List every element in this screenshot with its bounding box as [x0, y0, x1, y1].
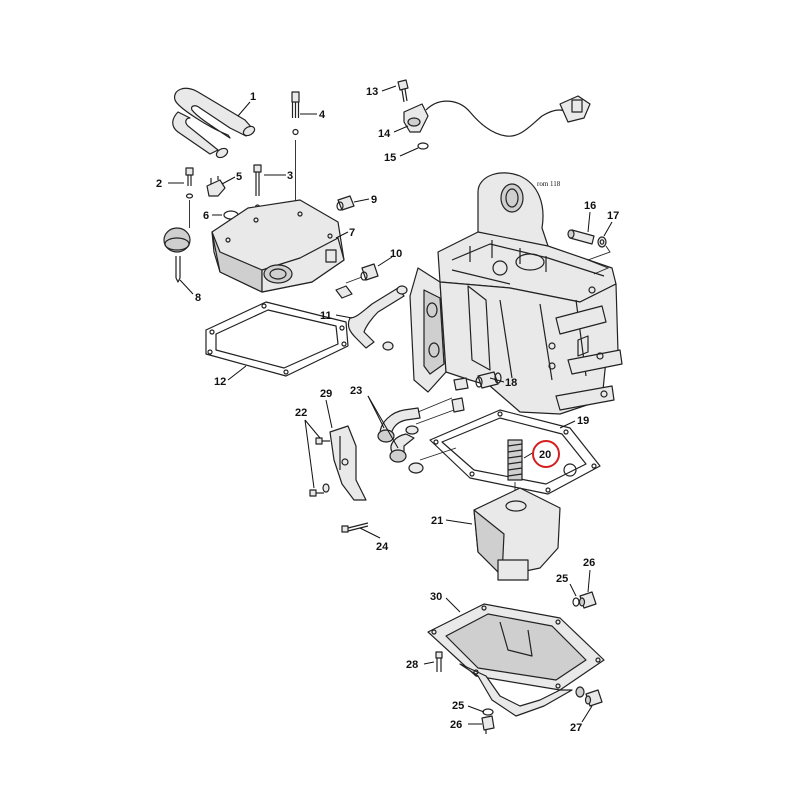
callout-30: 30 [430, 591, 442, 603]
part-28-bolt [435, 651, 443, 672]
callout-8: 8 [195, 292, 201, 304]
part-21-filter-housing [473, 487, 561, 581]
callout-20: 20 [539, 449, 551, 461]
callout-25-lower: 25 [452, 700, 464, 712]
callout-12: 12 [214, 376, 226, 388]
part-25-o-ring-upper [572, 597, 580, 607]
stud-centerline [586, 245, 611, 275]
callout-10: 10 [390, 248, 402, 260]
part-9-fitting [336, 195, 355, 211]
callout-5: 5 [236, 171, 242, 183]
callout-19: 19 [577, 415, 589, 427]
part-30-oil-pan [427, 603, 605, 717]
callout-13: 13 [366, 86, 378, 98]
callout-18: 18 [505, 377, 517, 389]
part-27-plug [584, 689, 603, 707]
callout-14: 14 [378, 128, 391, 140]
callout-numbers: 1 2 3 4 5 6 7 8 9 10 11 12 13 14 15 16 1… [156, 86, 619, 734]
note-text: rom 118 [537, 180, 561, 188]
part-20-spring [507, 439, 523, 506]
callout-28: 28 [406, 659, 418, 671]
part-2-bolt [185, 167, 194, 228]
highlight-circle-20 [532, 440, 560, 468]
part-18-fittings [451, 371, 502, 413]
part-13-bolt [397, 79, 409, 103]
part-8-dipstick [163, 227, 191, 283]
callout-29: 29 [320, 388, 332, 400]
part-5-clip [206, 176, 226, 197]
callout-17: 17 [607, 210, 619, 222]
callout-2: 2 [156, 178, 162, 190]
part-14-sensor [403, 95, 591, 137]
callout-21: 21 [431, 515, 443, 527]
part-26-drain-plug-upper [578, 591, 597, 609]
callout-26-upper: 26 [583, 557, 595, 569]
callout-25-upper: 25 [556, 573, 568, 585]
callout-15: 15 [384, 152, 396, 164]
callout-11: 11 [320, 310, 332, 322]
part-1-breather-hose [172, 87, 256, 159]
part-25-o-ring-lower [482, 708, 494, 716]
callout-6: 6 [203, 210, 209, 222]
part-29-bracket [329, 425, 367, 501]
callout-3: 3 [287, 170, 293, 182]
callout-24: 24 [376, 541, 389, 553]
leader-lines [168, 85, 613, 725]
part-26-drain-plug-lower [481, 715, 495, 734]
part-11-hose [335, 285, 408, 351]
callout-16: 16 [584, 200, 596, 212]
callout-7: 7 [349, 227, 355, 239]
callout-22: 22 [295, 407, 307, 419]
part-7-top-cover [211, 199, 345, 293]
part-12-gasket [205, 301, 349, 377]
part-22-screws [309, 437, 330, 497]
part-19-gasket [429, 409, 601, 495]
part-17-washer [597, 236, 607, 248]
part-16-stud [567, 229, 595, 245]
part-15-washer [417, 142, 429, 150]
callout-26-lower: 26 [450, 719, 462, 731]
part-10-fitting [345, 263, 379, 284]
callout-4: 4 [319, 109, 326, 121]
part-23-hoses [377, 397, 457, 474]
callout-23: 23 [350, 385, 362, 397]
callout-1: 1 [250, 91, 256, 103]
callout-9: 9 [371, 194, 377, 206]
callout-27: 27 [570, 722, 582, 734]
part-24-bolt [341, 522, 369, 533]
